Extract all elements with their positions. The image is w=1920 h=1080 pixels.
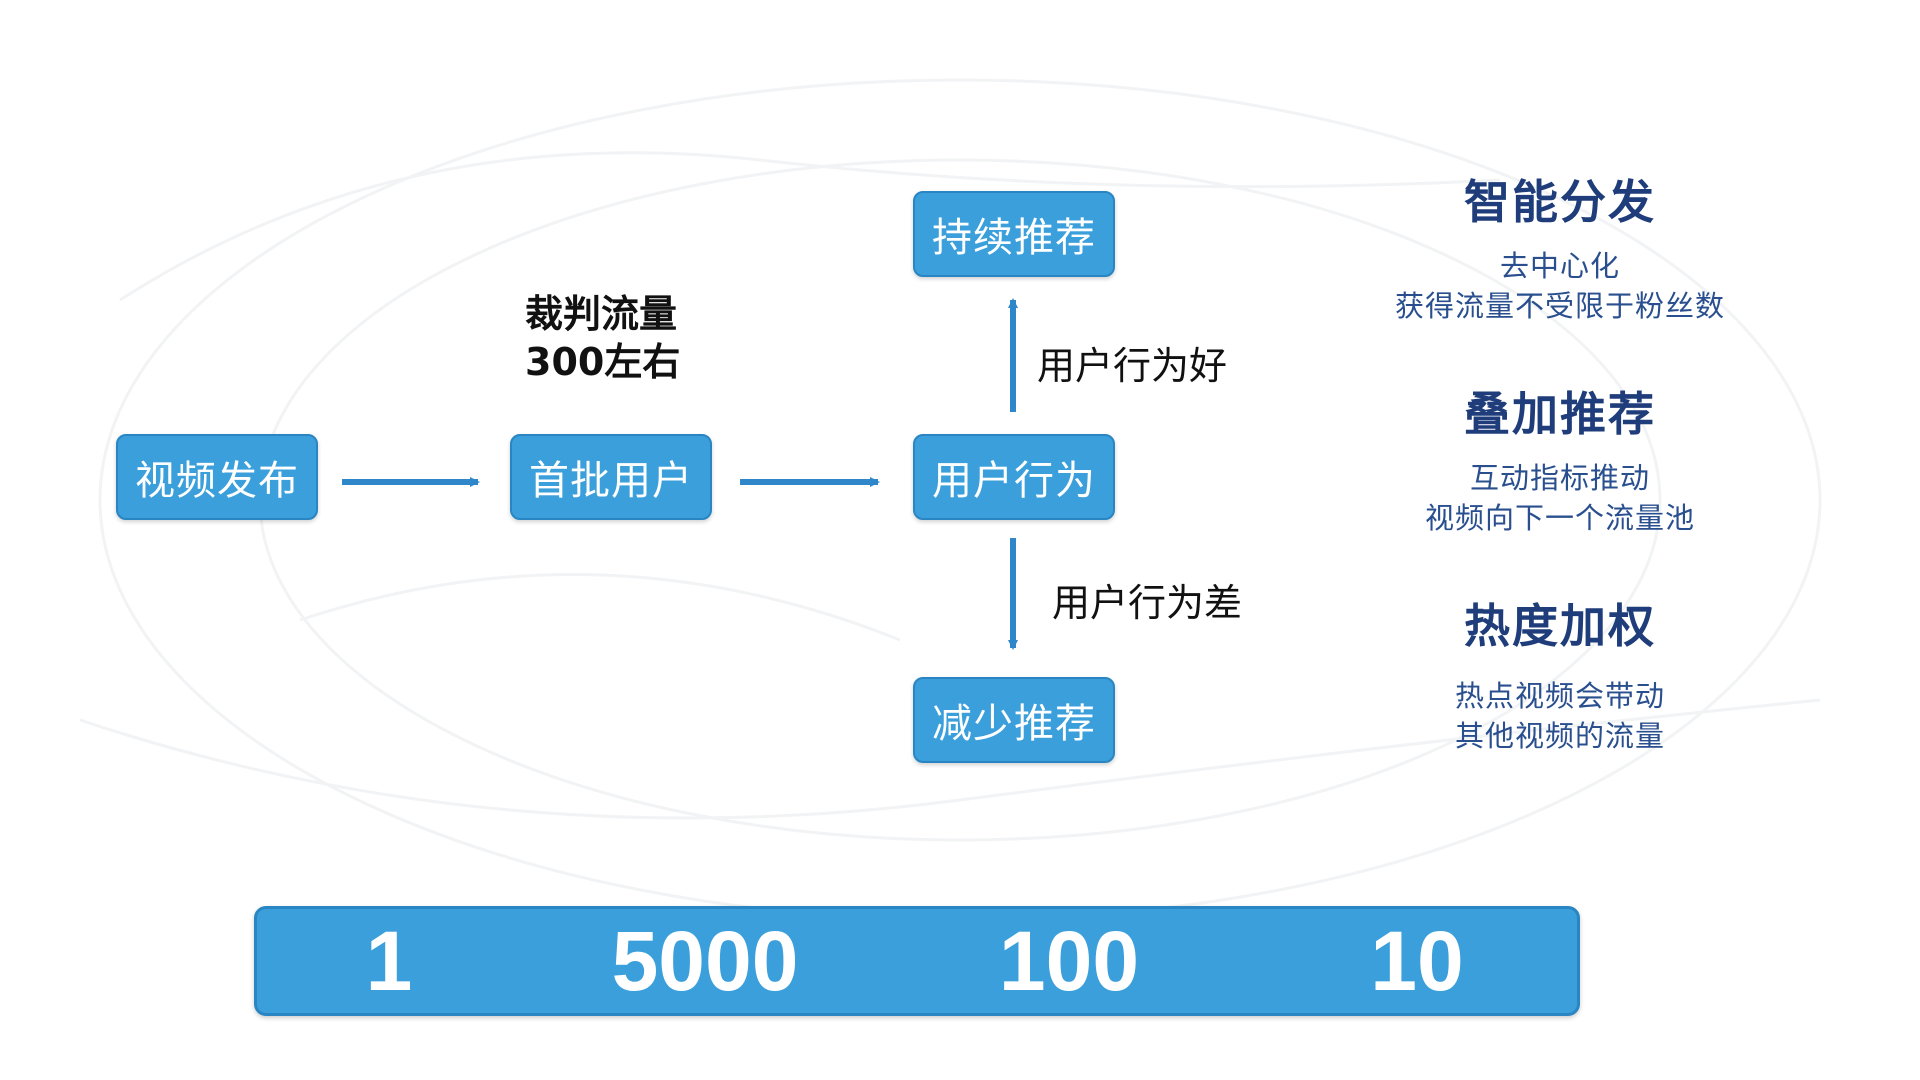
side-title-3: 热度加权 (1464, 599, 1656, 653)
bar-value-1: 1 (365, 913, 413, 1008)
stacked-recommend-panel: 叠加推荐 互动指标推动 视频向下一个流量池 (1340, 378, 1780, 538)
side-line-2-2: 视频向下一个流量池 (1424, 501, 1695, 535)
side-line-3-1: 热点视频会带动 (1454, 679, 1665, 713)
traffic-pool-bar: 1 5000 100 10 (254, 906, 1580, 1016)
video-publish-box: 视频发布 (116, 434, 318, 520)
side-line-1-1: 去中心化 (1499, 249, 1620, 283)
reduce-recommend-box: 减少推荐 (913, 677, 1115, 763)
keep-recommend-box: 持续推荐 (913, 191, 1115, 277)
user-behavior-box: 用户行为 (913, 434, 1115, 520)
bar-value-4: 10 (1370, 913, 1464, 1008)
good-behavior-label: 用户行为好 (1037, 344, 1228, 388)
judge-traffic-label: 裁判流量 300左右 (525, 290, 680, 386)
first-users-box: 首批用户 (510, 434, 712, 520)
side-line-2-1: 互动指标推动 (1469, 461, 1650, 495)
side-title-1: 智能分发 (1464, 175, 1656, 229)
bad-behavior-label: 用户行为差 (1052, 581, 1243, 625)
bar-value-3: 100 (998, 913, 1140, 1008)
judge-traffic-line1: 裁判流量 (525, 292, 678, 336)
bar-value-2: 5000 (611, 913, 799, 1008)
heat-weighting-panel: 热度加权 热点视频会带动 其他视频的流量 (1340, 590, 1780, 756)
side-line-3-2: 其他视频的流量 (1454, 719, 1665, 753)
judge-traffic-line2: 300左右 (525, 340, 681, 384)
side-title-2: 叠加推荐 (1464, 387, 1656, 441)
side-line-1-2: 获得流量不受限于粉丝数 (1394, 289, 1725, 323)
smart-distribution-panel: 智能分发 去中心化 获得流量不受限于粉丝数 (1340, 166, 1780, 326)
